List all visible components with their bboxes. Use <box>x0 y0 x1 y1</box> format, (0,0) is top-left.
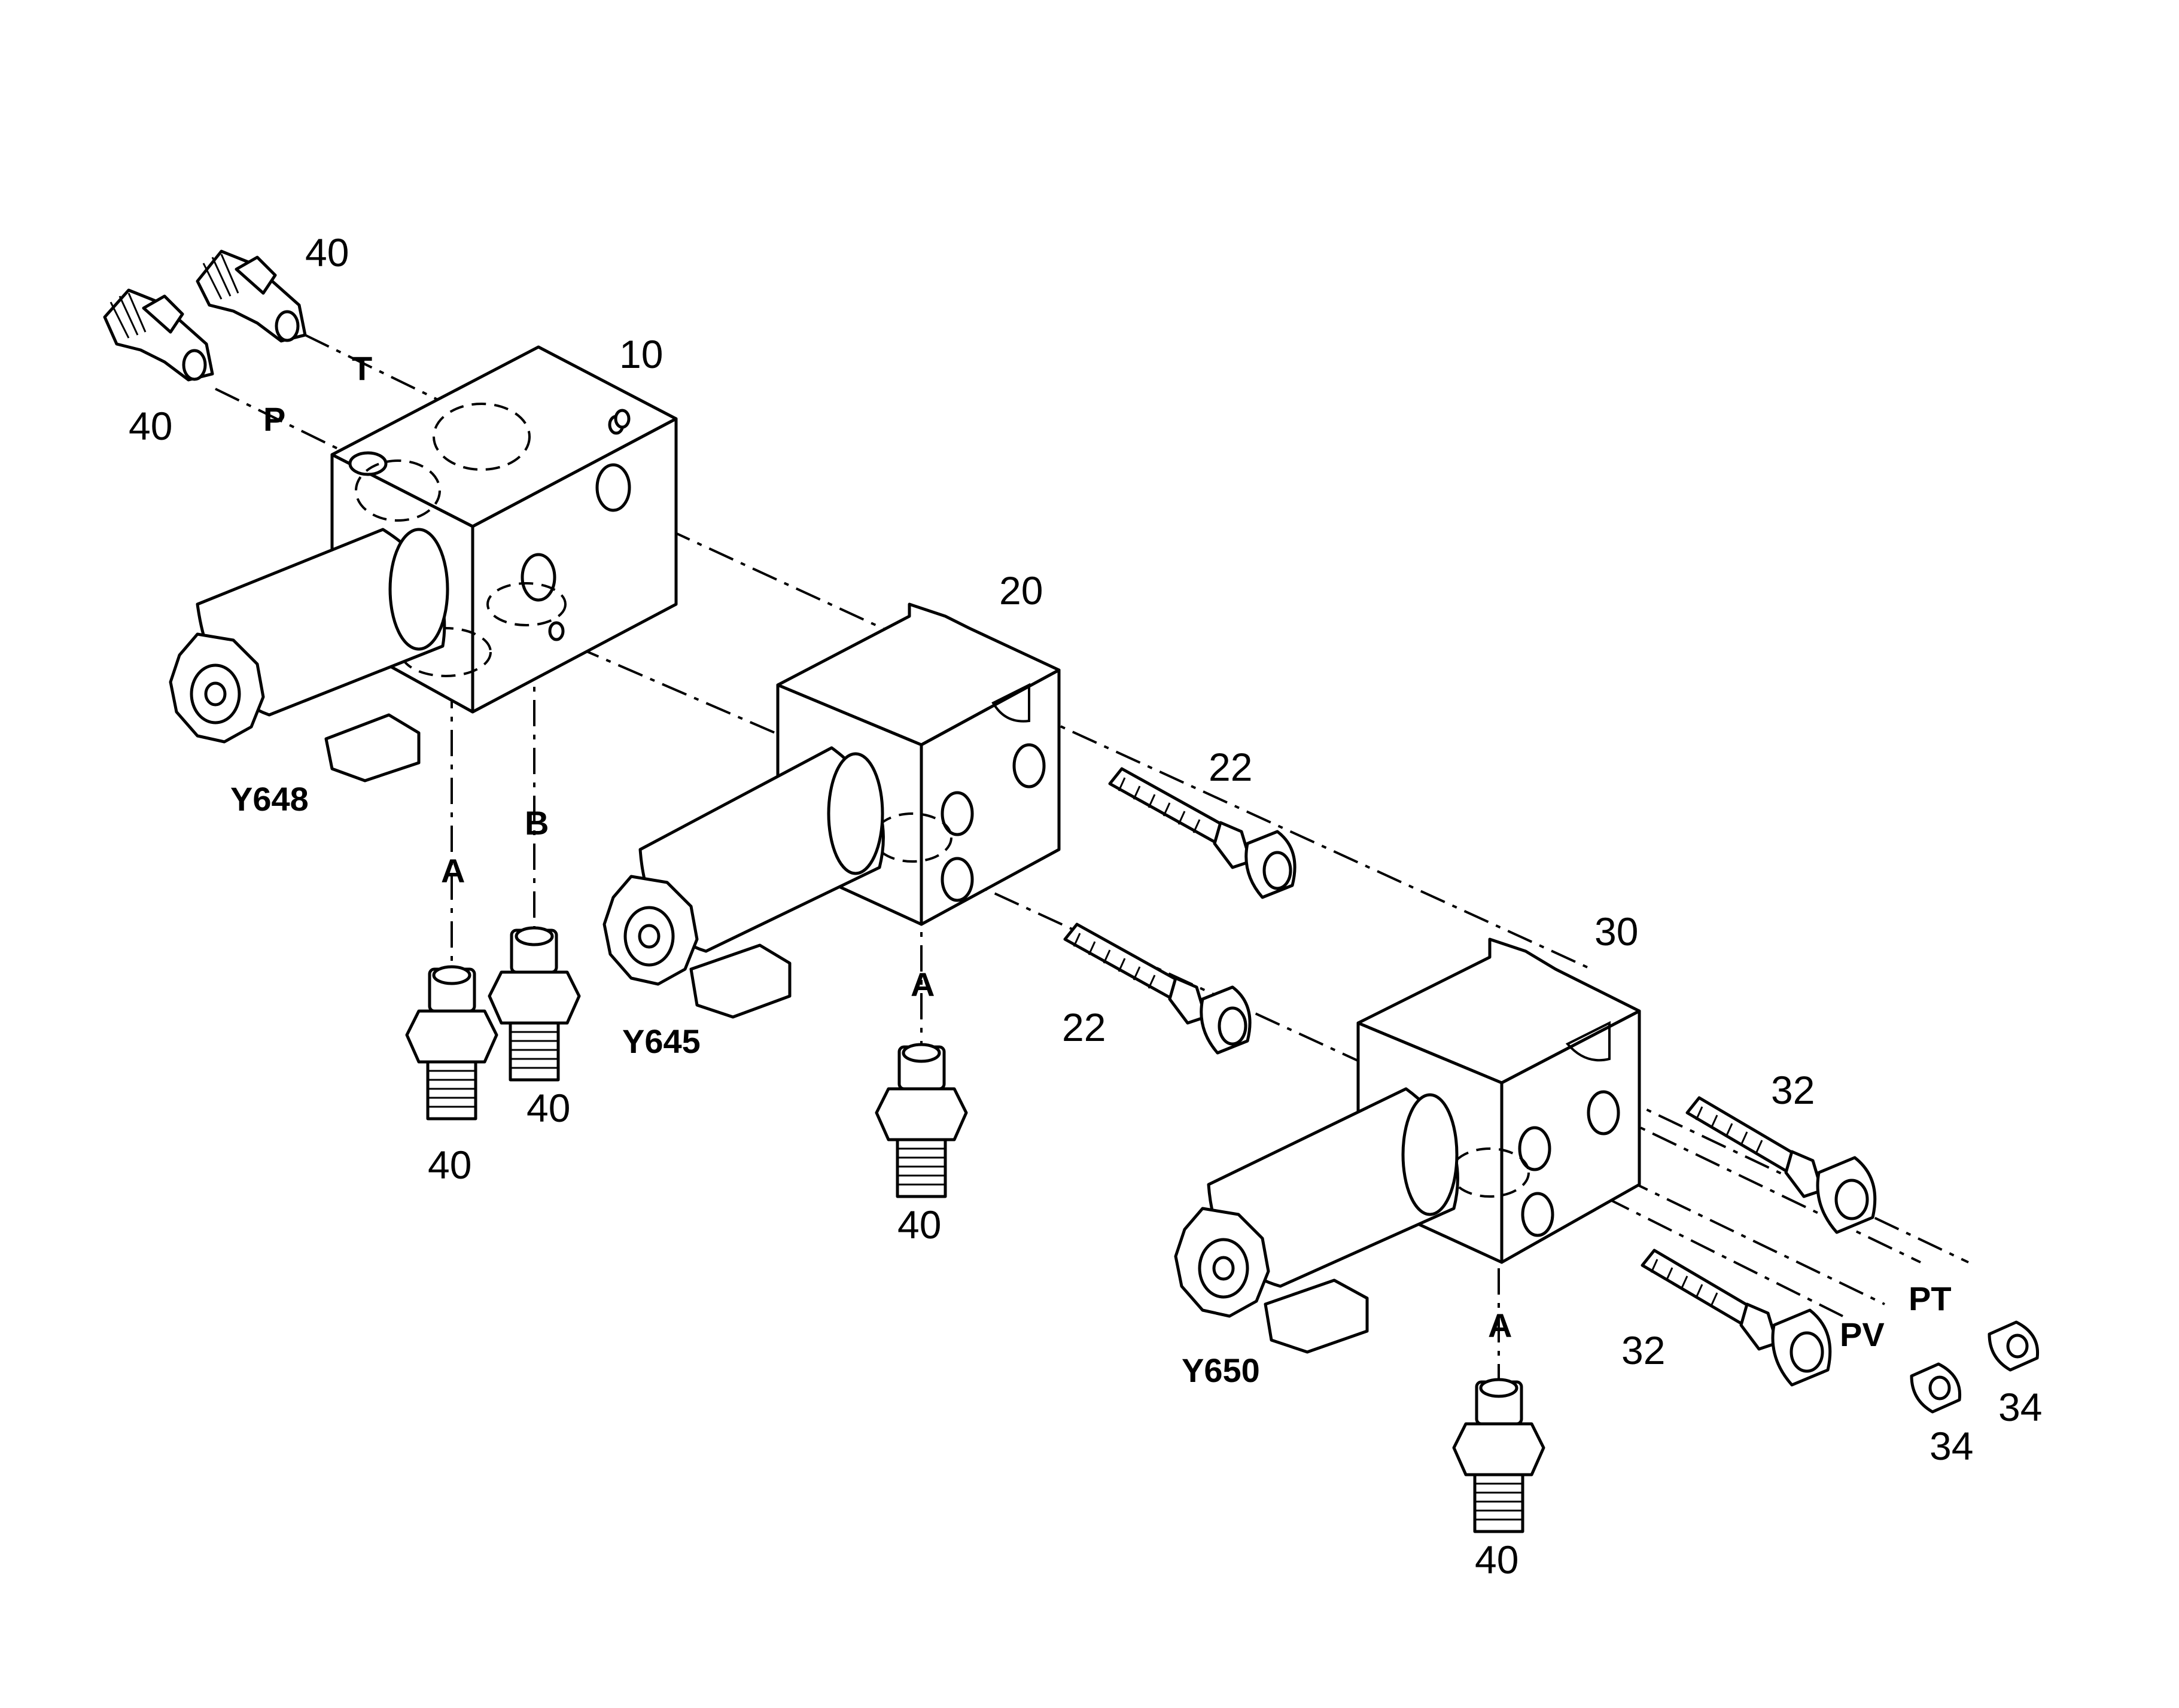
label-40-top-left: 40 <box>129 404 172 448</box>
port-label-t: T <box>352 349 372 387</box>
port-label-a2: A <box>911 966 935 1003</box>
label-34-left: 34 <box>1930 1424 1973 1468</box>
label-32-lower: 32 <box>1621 1328 1665 1372</box>
plug-34-left <box>1910 1362 1962 1414</box>
solenoid-label-y648: Y648 <box>230 780 309 818</box>
label-40-port-a3: 40 <box>1475 1537 1518 1582</box>
port-label-p: P <box>263 400 285 438</box>
port-label-pv: PV <box>1840 1316 1885 1353</box>
solenoid-y645 <box>602 746 885 1019</box>
label-20: 20 <box>999 568 1043 613</box>
label-40-top-right: 40 <box>305 230 349 275</box>
label-40-port-b: 40 <box>527 1086 570 1130</box>
bolt-22-upper <box>1108 767 1297 899</box>
label-22-upper: 22 <box>1209 745 1252 789</box>
solenoid-y650 <box>1174 1087 1459 1354</box>
port-label-a1: A <box>441 852 465 890</box>
fitting-40-lower <box>103 288 214 382</box>
fitting-40-upper <box>196 249 307 343</box>
fitting-40-port-a3 <box>1452 1378 1545 1533</box>
fitting-40-port-a1 <box>405 965 498 1121</box>
port-label-b: B <box>525 804 549 842</box>
label-32-upper: 32 <box>1771 1068 1815 1112</box>
solenoid-label-y645: Y645 <box>622 1022 701 1060</box>
fitting-40-port-a2 <box>875 1043 968 1198</box>
port-label-a3: A <box>1488 1307 1512 1344</box>
plug-34-right <box>1988 1320 2040 1372</box>
labels: 40 40 10 20 30 22 22 32 32 34 34 40 40 4… <box>129 230 2042 1582</box>
label-40-port-a2: 40 <box>897 1202 941 1247</box>
label-40-port-a1: 40 <box>428 1143 471 1187</box>
label-30: 30 <box>1594 909 1638 954</box>
fitting-40-port-b <box>488 926 581 1082</box>
label-34-right: 34 <box>1998 1385 2042 1429</box>
solenoid-y648 <box>169 528 449 783</box>
solenoid-label-y650: Y650 <box>1182 1351 1260 1389</box>
bolt-32-upper <box>1685 1096 1877 1234</box>
bolt-22-lower <box>1063 922 1252 1055</box>
port-label-pt: PT <box>1909 1280 1952 1317</box>
label-22-lower: 22 <box>1062 1005 1106 1049</box>
label-10: 10 <box>619 332 663 376</box>
bolt-32-lower <box>1641 1249 1832 1387</box>
